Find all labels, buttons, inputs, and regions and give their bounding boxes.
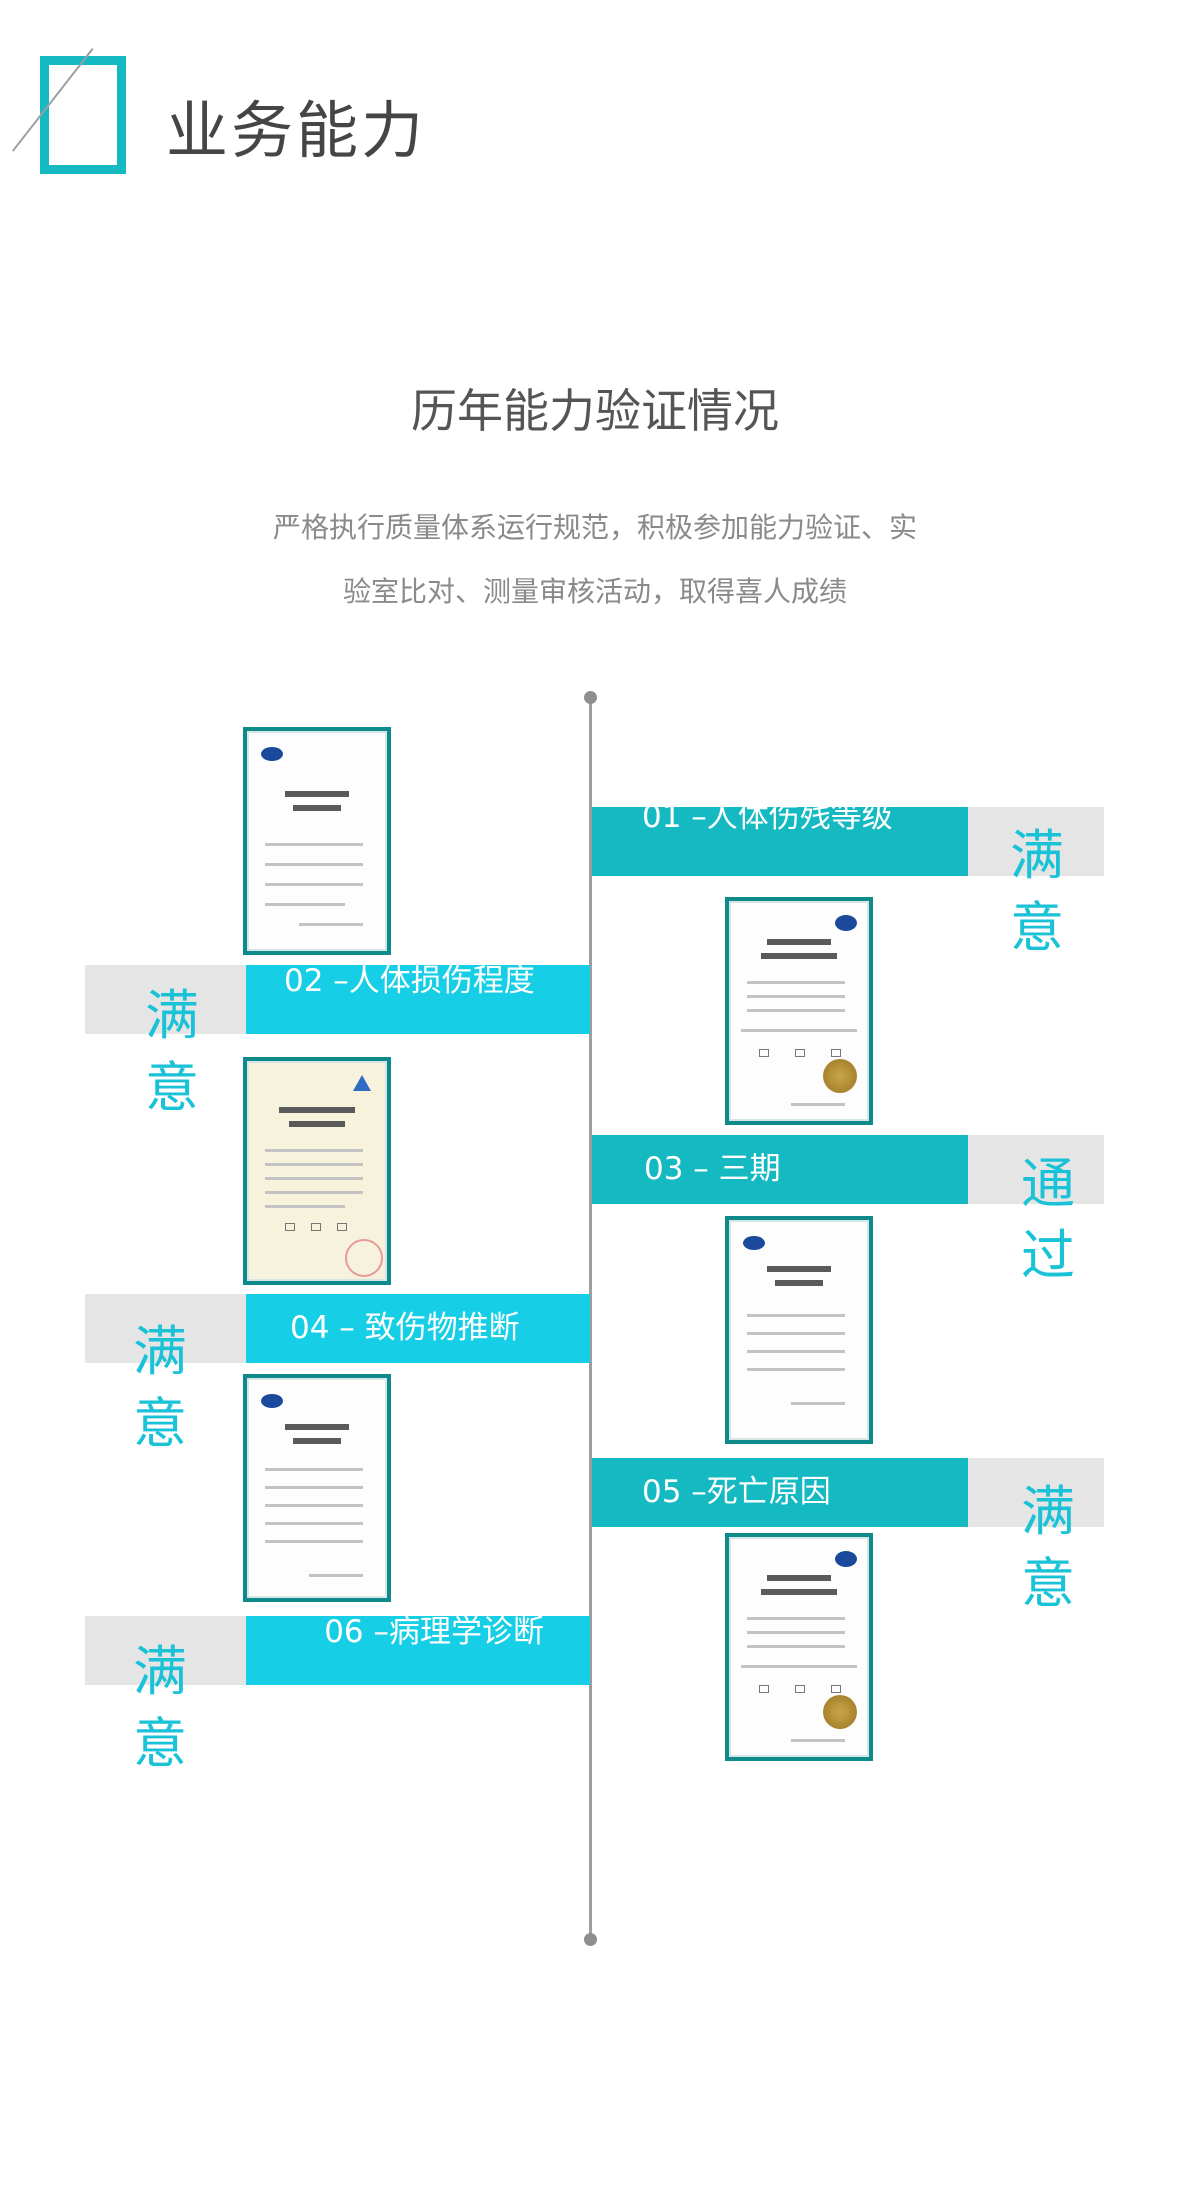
timeline-item-05-label: 05 –死亡原因 <box>642 1474 831 1510</box>
timeline-axis <box>589 697 592 1940</box>
section-description: 严格执行质量体系运行规范，积极参加能力验证、实 验室比对、测量审核活动，取得喜人… <box>220 496 970 624</box>
timeline-item-01-bar: 01 –人体伤残等级 <box>592 807 968 876</box>
timeline-item-06-verdict: 满意 <box>133 1640 187 1775</box>
certificate-thumbnail <box>725 1533 873 1761</box>
certificate-thumbnail <box>243 1057 391 1285</box>
timeline-item-04-label: 04 – 致伤物推断 <box>290 1310 520 1346</box>
timeline-item-01-band <box>965 807 1104 876</box>
timeline-item-06-bar: 06 –病理学诊断 <box>246 1616 590 1685</box>
description-line-1: 严格执行质量体系运行规范，积极参加能力验证、实 <box>272 511 917 544</box>
certificate-thumbnail <box>725 897 873 1125</box>
timeline-item-05-verdict: 满意 <box>1021 1480 1075 1615</box>
timeline-item-02-label: 02 –人体损伤程度 <box>284 965 535 999</box>
timeline-item-03-verdict: 通过 <box>1021 1152 1075 1287</box>
logo-square <box>40 56 126 174</box>
timeline-item-03-label: 03 – 三期 <box>644 1151 781 1187</box>
timeline-item-06-band <box>85 1616 249 1685</box>
page-title: 业务能力 <box>166 94 427 167</box>
certificate-thumbnail <box>243 727 391 955</box>
timeline-end-dot <box>584 1933 597 1946</box>
timeline-item-05-bar: 05 –死亡原因 <box>592 1458 968 1527</box>
section-title: 历年能力验证情况 <box>411 384 779 438</box>
timeline-item-02-band <box>85 965 249 1034</box>
timeline-item-02-bar: 02 –人体损伤程度 <box>246 965 590 1034</box>
timeline-item-04-bar: 04 – 致伤物推断 <box>246 1294 590 1363</box>
description-line-2: 验室比对、测量审核活动，取得喜人成绩 <box>342 575 847 608</box>
timeline-item-01-label: 01 –人体伤残等级 <box>642 807 893 835</box>
timeline-item-04-band <box>85 1294 249 1363</box>
timeline-item-03-band <box>965 1135 1104 1204</box>
timeline-item-03-bar: 03 – 三期 <box>592 1135 968 1204</box>
timeline-item-02-verdict: 满意 <box>145 984 199 1119</box>
timeline-item-04-verdict: 满意 <box>133 1320 187 1455</box>
timeline-item-06-label: 06 –病理学诊断 <box>324 1616 544 1650</box>
certificate-thumbnail <box>725 1216 873 1444</box>
timeline-item-01-verdict: 满意 <box>1010 824 1064 959</box>
timeline-item-05-band <box>965 1458 1104 1527</box>
certificate-thumbnail <box>243 1374 391 1602</box>
timeline-start-dot <box>584 691 597 704</box>
